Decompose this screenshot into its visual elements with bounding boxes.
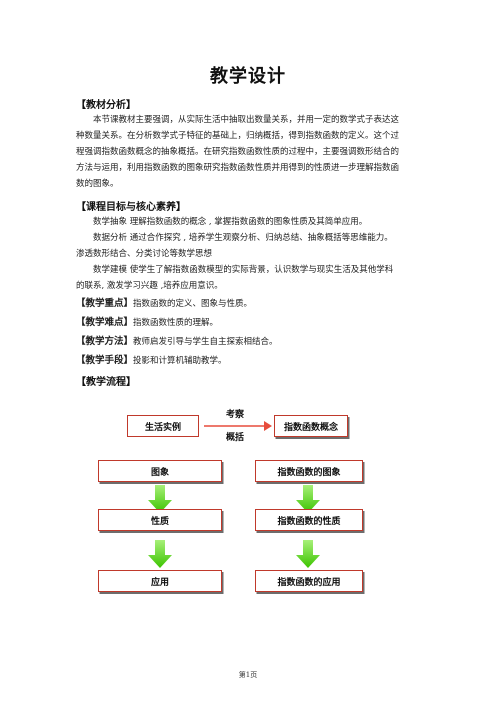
- difficulty-text: 指数函数性质的理解。: [133, 318, 219, 328]
- difficulty-label: 【教学难点】: [76, 317, 134, 328]
- goals-line: 数学建模 使学生了解指数函数模型的实际背景，认识数学与现实生活及其他学科: [93, 265, 394, 275]
- flow-box-life-examples: 生活实例: [127, 415, 199, 437]
- flow-box-properties: 性质: [98, 509, 222, 531]
- page-title: 教学设计: [210, 66, 286, 87]
- flow-box-exp-properties: 指数函数的性质: [255, 509, 363, 531]
- goals-line: 数据分析 通过合作探究 , 培养学生观察分析、归纳总结、抽象概括等思维能力。: [93, 233, 393, 243]
- flow-box-graph: 图象: [98, 460, 222, 482]
- means-line: 【教学手段】投影和计算机辅助教学。: [76, 353, 227, 369]
- down-arrow-icon: [148, 540, 172, 568]
- analysis-line: 数的图象。: [76, 179, 119, 189]
- means-text: 投影和计算机辅助教学。: [133, 356, 227, 366]
- flow-right-arrow-icon: [204, 421, 272, 431]
- method-label: 【教学方法】: [76, 336, 134, 347]
- flow-box-exp-graph: 指数函数的图象: [255, 460, 363, 482]
- analysis-line: 种数量关系。在分析数学式子特征的基础上，归纳概括，得到指数函数的定义。这个过: [76, 131, 400, 141]
- flow-box-application: 应用: [98, 570, 222, 592]
- goals-heading: 【课程目标与核心素养】: [76, 202, 186, 213]
- means-label: 【教学手段】: [76, 355, 134, 366]
- flow-connector-label-bottom: 概括: [226, 433, 245, 443]
- analysis-line: 方法与运用，利用指数函数的图象研究指数函数性质并用得到的性质进一步理解指数函: [76, 163, 400, 173]
- flow-box-exp-concept: 指数函数概念: [274, 415, 348, 437]
- goals-line: 的联系, 激发学习兴趣 ,培养应用意识。: [76, 281, 223, 291]
- key-point-line: 【教学重点】指数函数的定义、图象与性质。: [76, 296, 252, 312]
- key-point-label: 【教学重点】: [76, 298, 134, 309]
- goals-line: 数学抽象 理解指数函数的概念 , 掌握指数函数的图象性质及其简单应用。: [93, 217, 368, 227]
- key-point-text: 指数函数的定义、图象与性质。: [133, 299, 253, 309]
- analysis-heading: 【教材分析】: [76, 100, 136, 111]
- flow-connector-label-top: 考察: [226, 410, 245, 420]
- flow-box-exp-application: 指数函数的应用: [255, 570, 363, 592]
- goals-line: 渗透数形结合、分类讨论等数学思想: [76, 249, 213, 259]
- process-heading: 【教学流程】: [76, 377, 136, 388]
- difficulty-line: 【教学难点】指数函数性质的理解。: [76, 315, 218, 331]
- down-arrow-icon: [148, 485, 172, 513]
- analysis-line: 程强调指数函数概念的抽象概括。在研究指数函数性质的过程中，主要强调数形结合的: [76, 147, 400, 157]
- down-arrow-icon: [296, 485, 320, 513]
- down-arrow-icon: [296, 540, 320, 568]
- method-text: 教师启发引导与学生自主探索相结合。: [133, 337, 278, 347]
- page-number: 第1页: [238, 671, 258, 679]
- method-line: 【教学方法】教师启发引导与学生自主探索相结合。: [76, 334, 278, 350]
- analysis-line: 本节课教材主要强调，从实际生活中抽取出数量关系，并用一定的数学式子表达这: [93, 115, 400, 125]
